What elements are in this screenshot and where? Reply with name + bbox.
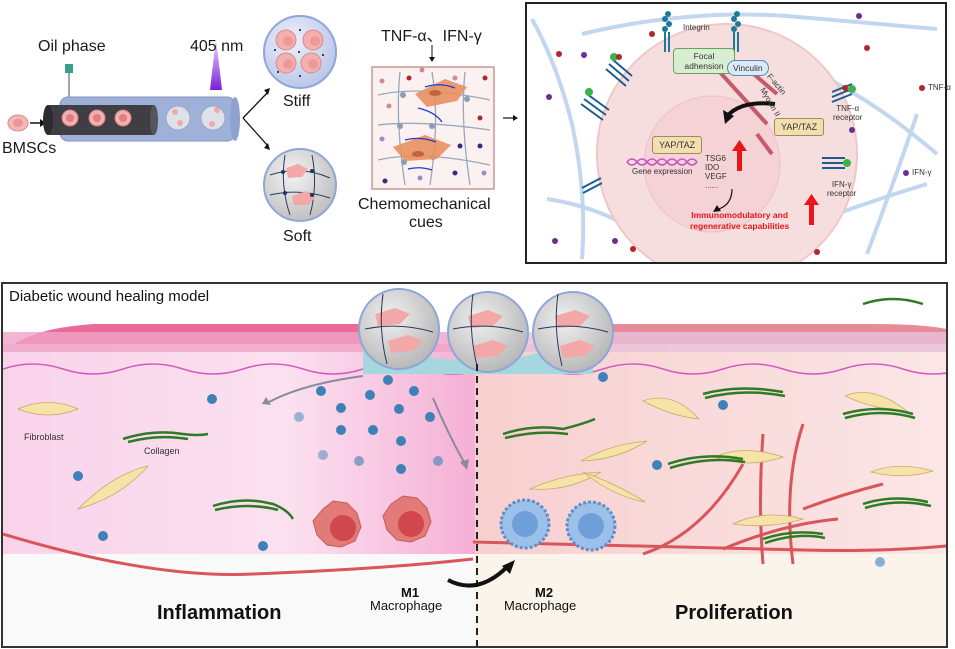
m1-label: M1 <box>401 585 420 600</box>
collagen-label: Collagen <box>144 446 180 456</box>
m2-label: M2 <box>535 585 554 600</box>
arrow-icon <box>242 91 269 147</box>
translocation-arrow <box>725 101 776 118</box>
microfluidic-tube <box>43 96 240 142</box>
cell-mechanism-panel: Integrin Focal adhension Vinculin F-acti… <box>525 2 951 264</box>
blood-vessel <box>3 423 946 576</box>
gene-item: TSG6 <box>705 154 726 163</box>
wound-graphic <box>3 288 946 646</box>
light-beam-icon <box>210 38 222 90</box>
soft-hydrogel-sphere <box>263 148 337 222</box>
outcome-label: Immunomodulatory and regenerative capabi… <box>690 210 789 232</box>
arrow-icon <box>30 119 46 127</box>
wound-healing-panel: Diabetic wound healing model Fibroblast … <box>1 282 948 648</box>
focal-adhesion-box: Focal adhension <box>673 48 735 74</box>
gene-item: VEGF <box>705 172 727 181</box>
m2-sub-label: Macrophage <box>504 598 577 613</box>
m1-sub-label: Macrophage <box>370 598 443 613</box>
cues-caption-line1: Chemomechanical <box>358 196 491 213</box>
polarization-arrow <box>447 564 510 588</box>
inflammation-phase-label: Inflammation <box>157 602 282 624</box>
collagen-fiber <box>122 297 932 545</box>
gene-item: ...... <box>705 181 719 190</box>
cell-mechanism-graphic <box>530 11 939 262</box>
chemomechanical-cues-box <box>371 66 495 190</box>
hydrogel-microsphere <box>358 288 614 373</box>
dna-icon <box>626 158 698 166</box>
ifn-receptor-label: IFN-γ receptor <box>827 180 857 198</box>
yap-taz-nucleus-box: YAP/TAZ <box>652 136 703 154</box>
tnf-receptor-label: TNF-α receptor <box>833 104 863 122</box>
m1-macrophage <box>312 495 432 548</box>
tnf-legend-label: TNF-α <box>928 83 951 92</box>
fibroblast-label: Fibroblast <box>24 432 64 442</box>
ifn-legend-dot <box>903 170 909 176</box>
diffusion-arrow <box>268 375 466 465</box>
tnf-alpha-dot <box>556 31 870 255</box>
bmsc-cell-icon <box>7 114 29 132</box>
secreted-factor-dot <box>73 372 885 567</box>
dermis-right <box>475 344 946 554</box>
oil-phase-label: Oil phase <box>38 38 106 55</box>
ifn-legend-label: IFN-γ <box>912 168 932 177</box>
gene-expression-label: Gene expression <box>632 167 693 176</box>
subcutaneous-right <box>475 554 946 646</box>
wavelength-label: 405 nm <box>190 38 244 55</box>
panel-title: Diabetic wound healing model <box>9 288 210 305</box>
integrin-icon <box>662 11 741 52</box>
integrin-label: Integrin <box>683 23 710 32</box>
soft-label: Soft <box>283 228 312 245</box>
bmscs-label: BMSCs <box>2 140 57 157</box>
arrow-icon <box>503 115 518 121</box>
fabrication-graphic <box>7 15 518 222</box>
outcome-line-1: Immunomodulatory and <box>691 210 789 220</box>
stiff-hydrogel-sphere <box>263 15 337 89</box>
cues-caption-line2: cues <box>409 214 443 231</box>
arrow-icon <box>429 45 435 62</box>
proliferation-phase-label: Proliferation <box>675 602 793 624</box>
upregulation-arrow-icon <box>732 140 819 225</box>
m2-macrophage <box>499 498 617 552</box>
subcutaneous-left <box>3 554 475 646</box>
stiff-label: Stiff <box>283 93 311 110</box>
yap-taz-cytoplasm-box: YAP/TAZ <box>774 118 825 136</box>
vinculin-box: Vinculin <box>727 60 769 76</box>
outcome-line-2: regenerative capabilities <box>690 221 790 231</box>
gene-list: TSG6 IDO VEGF ...... <box>705 154 727 190</box>
cytokine-stimuli-label: TNF-α、IFN-γ <box>381 28 482 45</box>
tnf-legend-dot <box>919 85 925 91</box>
gene-item: IDO <box>705 163 720 172</box>
ifn-gamma-dot <box>546 13 862 244</box>
